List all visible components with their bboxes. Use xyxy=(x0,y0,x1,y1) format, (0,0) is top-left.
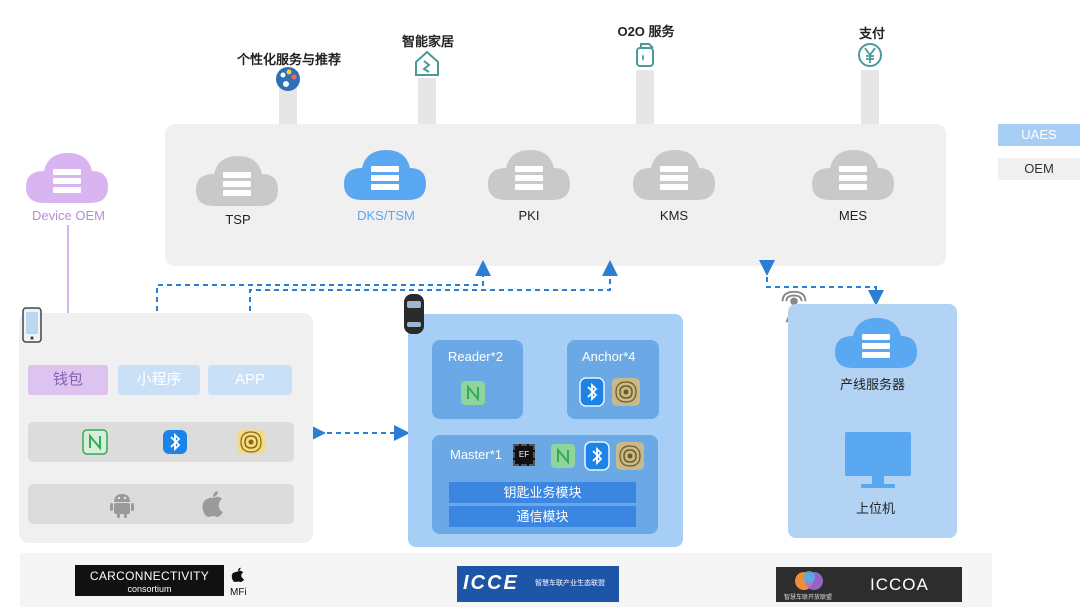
service-label-o2o: O2O 服务 xyxy=(617,24,675,39)
kms-label: KMS xyxy=(659,208,689,223)
pki-cloud xyxy=(488,150,570,200)
icce-main: ICCE xyxy=(463,572,519,594)
car-connectivity-main: CARCONNECTIVITY xyxy=(89,569,210,583)
icce-logo: ICCE 智慧车联产业生态联盟 xyxy=(457,566,619,602)
mes-label: MES xyxy=(838,208,868,223)
service-label-personalized: 个性化服务与推荐 xyxy=(236,52,342,67)
anchor-uwb-icon xyxy=(612,378,640,406)
service-connector xyxy=(861,70,879,124)
nfc-icon xyxy=(82,429,108,455)
device-oem-label: Device OEM xyxy=(32,208,105,223)
legend-oem: OEM xyxy=(998,158,1080,180)
service-label-smart-home: 智能家居 xyxy=(401,34,455,49)
host-computer-label: 上位机 xyxy=(856,501,896,516)
master-bluetooth-icon xyxy=(584,441,610,471)
service-label-payment: 支付 xyxy=(858,26,886,41)
mes-cloud xyxy=(812,150,894,200)
anchor-title: Anchor*4 xyxy=(582,349,636,364)
fuel-can-icon xyxy=(636,43,654,67)
anchor-bluetooth-icon xyxy=(579,377,605,407)
device-oem-cloud xyxy=(26,153,108,203)
car-connectivity-logo: CARCONNECTIVITY consortium xyxy=(75,565,224,596)
reader-box xyxy=(432,340,523,419)
smart-home-icon xyxy=(415,50,439,76)
master-uwb-icon xyxy=(616,442,644,470)
production-server-label: 产线服务器 xyxy=(840,377,906,392)
palette-icon xyxy=(276,67,300,91)
service-connector xyxy=(279,88,297,124)
mini-program-pill: 小程序 xyxy=(118,365,200,395)
communication-module: 通信模块 xyxy=(449,506,636,527)
iccoa-mark-icon xyxy=(795,571,823,590)
icce-cn: 智慧车联产业生态联盟 xyxy=(535,580,605,587)
service-connector xyxy=(636,70,654,124)
chip-icon: EF xyxy=(513,444,535,466)
car-connectivity-sub: consortium xyxy=(127,584,172,594)
os-bar xyxy=(28,484,294,524)
monitor-icon xyxy=(845,432,911,488)
key-business-module: 钥匙业务模块 xyxy=(449,482,636,503)
apple-icon xyxy=(202,491,223,517)
dks-tsm-cloud xyxy=(344,150,426,200)
bluetooth-icon xyxy=(163,430,187,454)
wallet-pill: 钱包 xyxy=(28,365,108,395)
mfi-apple-icon xyxy=(231,567,245,582)
iccoa-cn: 智慧车联开放联盟 xyxy=(784,595,833,601)
iccoa-main: ICCOA xyxy=(870,575,929,594)
iccoa-logo: 智慧车联开放联盟 ICCOA xyxy=(776,567,962,602)
app-pill: APP xyxy=(208,365,292,395)
tsp-cloud xyxy=(196,156,278,206)
master-title: Master*1 xyxy=(450,447,503,462)
mfi-label: MFi xyxy=(230,587,247,598)
service-connector xyxy=(418,78,436,124)
smartphone-icon xyxy=(22,307,42,343)
kms-cloud xyxy=(633,150,715,200)
yen-icon xyxy=(858,43,882,67)
uwb-icon xyxy=(237,430,265,454)
android-icon xyxy=(110,494,134,518)
master-nfc-icon xyxy=(551,444,575,468)
reader-title: Reader*2 xyxy=(448,349,503,364)
pki-label: PKI xyxy=(518,208,540,223)
car-icon xyxy=(404,294,424,334)
production-server-cloud xyxy=(835,318,917,368)
dks-tsm-label: DKS/TSM xyxy=(357,208,415,223)
reader-nfc-icon xyxy=(461,381,485,405)
tsp-label: TSP xyxy=(225,212,251,227)
legend-uaes: UAES xyxy=(998,124,1080,146)
